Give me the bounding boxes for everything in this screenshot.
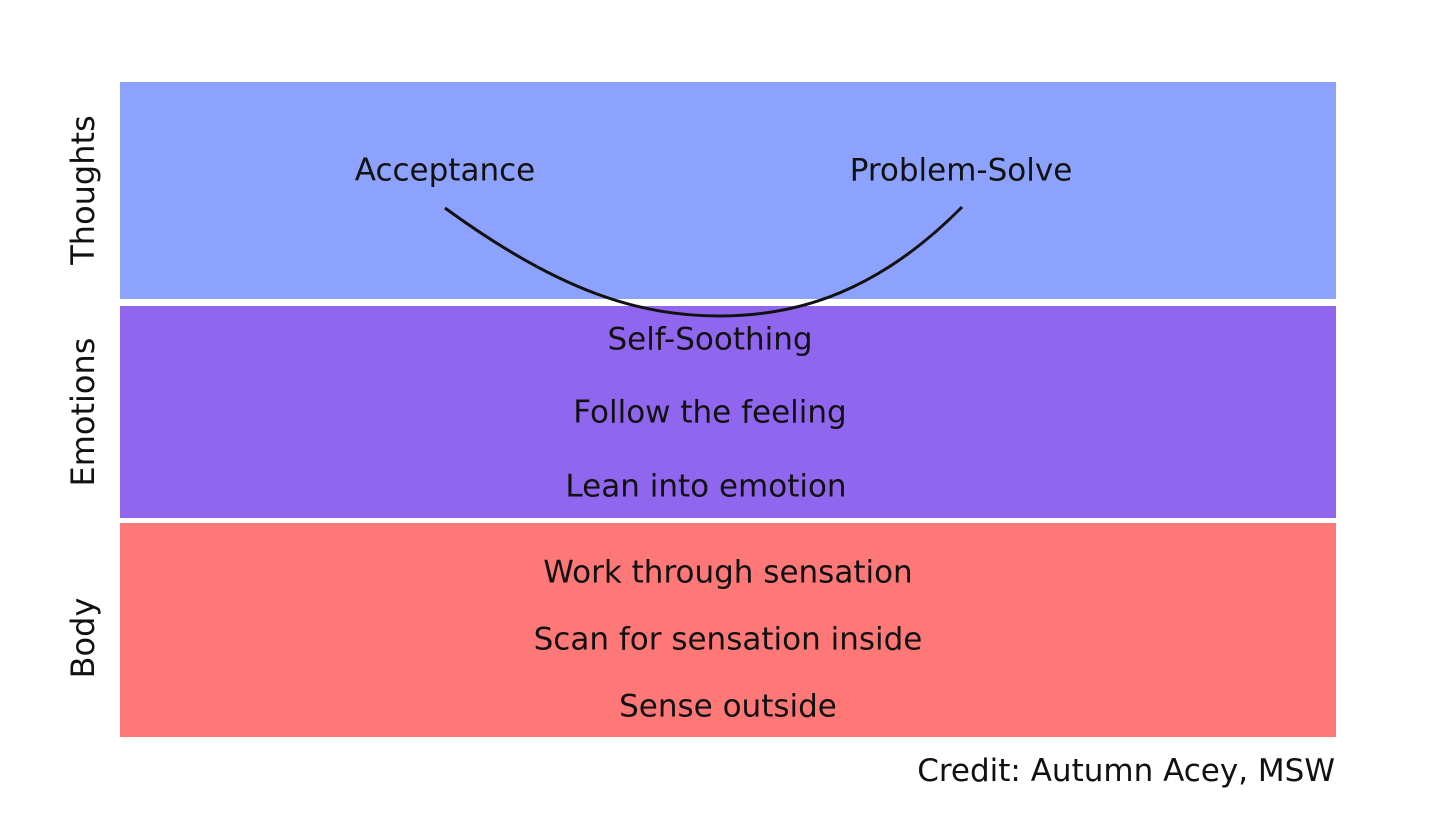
thoughts-label: Thoughts — [64, 115, 102, 265]
body-band — [120, 523, 1336, 737]
self-soothing-text: Self-Soothing — [607, 321, 813, 358]
follow-the-feeling-text: Follow the feeling — [573, 394, 847, 431]
acceptance-text: Acceptance — [354, 152, 536, 189]
problem-solve-text: Problem-Solve — [849, 152, 1073, 189]
emotions-label: Emotions — [64, 337, 102, 487]
lean-into-emotion-text: Lean into emotion — [565, 468, 847, 505]
work-through-sensation-text: Work through sensation — [543, 554, 913, 591]
body-label: Body — [64, 597, 102, 679]
scan-for-sensation-inside-text: Scan for sensation inside — [533, 621, 923, 658]
emotions-band — [120, 306, 1336, 518]
credit-text: Credit: Autumn Acey, MSW — [917, 753, 1335, 789]
sense-outside-text: Sense outside — [619, 688, 837, 725]
thoughts-band — [120, 82, 1336, 299]
